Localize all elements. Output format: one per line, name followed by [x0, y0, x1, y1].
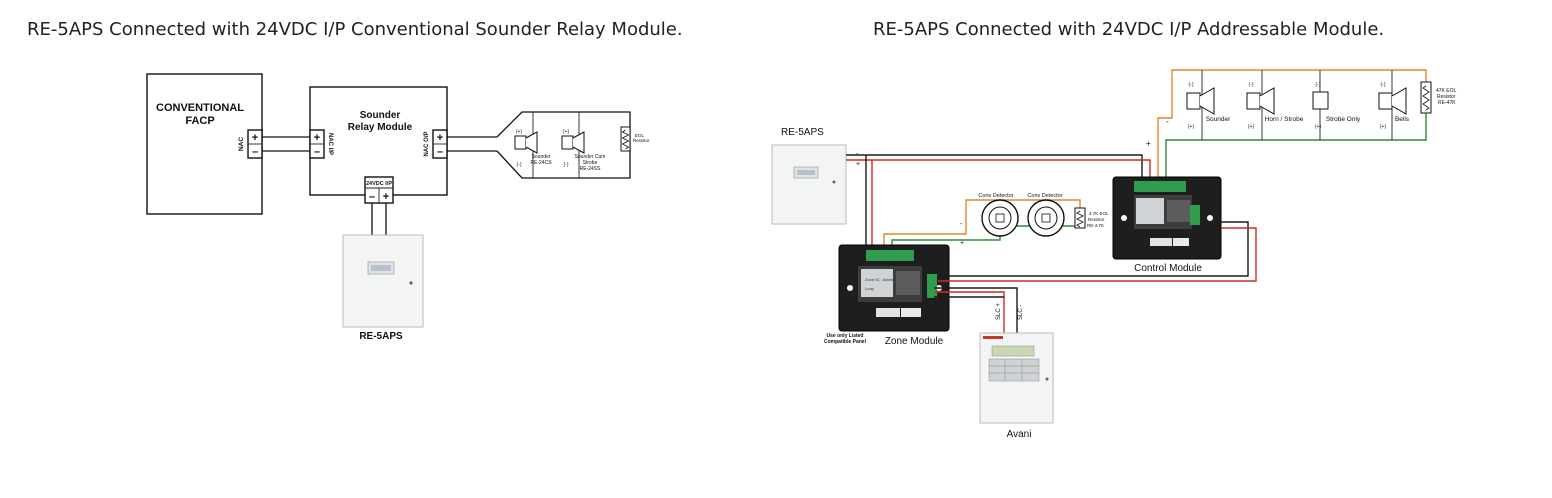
psu-negative-wire: [846, 154, 1143, 180]
zone-control-black-wire: [938, 221, 1249, 277]
nac2-pol-top: (-): [1249, 82, 1254, 88]
relay-label-line2: Relay Module: [348, 122, 413, 133]
detector-negative-wire: [883, 199, 1081, 246]
device1-model: RE-24CS: [530, 160, 552, 166]
strobe-only-icon: [1312, 91, 1329, 110]
device2-pol-bottom: (-): [564, 162, 569, 168]
slc-negative-wire: [934, 287, 1018, 335]
det-resistor-line3: RE-4.7K: [1087, 223, 1104, 228]
right-diagram: RE-5APS - + - + (-) (+) Sounder: [771, 69, 1457, 440]
device2-name2: Strobe: [583, 160, 598, 166]
nac2-label: Horn / Strobe: [1265, 116, 1304, 123]
dc-minus: –: [369, 191, 375, 203]
sounder-icon: [514, 131, 538, 154]
zone-note-line1: Use only Listed: [827, 333, 864, 339]
horn-strobe-icon: [1246, 87, 1275, 115]
nac3-pol-top: (-): [1316, 82, 1321, 88]
slc-plus-label: SLC +: [996, 303, 1002, 320]
right-psu-label: RE-5APS: [781, 127, 824, 138]
relay-out-minus: –: [437, 146, 443, 158]
nac-resistor-line1: 47K EOL: [1436, 88, 1457, 94]
device2-model: RE-24SS: [580, 166, 602, 172]
detector-icon-2: [1027, 199, 1065, 237]
zone-module-label: Zone Module: [885, 336, 944, 347]
dc-plus: +: [383, 191, 389, 203]
facp-minus-label: –: [252, 146, 258, 158]
nac-eol-resistor-icon: [1420, 81, 1432, 114]
facp-plus-label: +: [252, 132, 258, 144]
relay-nac-ip-label: NAC I/P: [327, 133, 333, 155]
det-plus-label: +: [960, 240, 964, 247]
nac-sounder-icon: [1186, 87, 1215, 115]
eol-label-line2: Resistor: [633, 138, 650, 143]
re5aps-power-supply-right: [771, 144, 847, 225]
nac-positive-wire: [1165, 112, 1427, 180]
nac1-pol-bottom: (+): [1188, 124, 1195, 130]
nac4-label: Bells: [1395, 116, 1410, 123]
device2-name: Sounder Cum: [575, 154, 606, 160]
detector-icon-1: [981, 199, 1019, 237]
detector2-label: Conv Detector: [1027, 193, 1062, 199]
nac3-pol-bottom: (+): [1315, 124, 1322, 130]
zone-screen-line1: Zone 01 : Alarm: [865, 277, 894, 282]
nac4-pol-top: (-): [1381, 82, 1386, 88]
zone-control-red-wire: [938, 227, 1257, 282]
nac4-pol-bottom: (+): [1380, 124, 1387, 130]
eol-resistor-icon: [620, 126, 631, 152]
det-resistor-line2: Resistor: [1088, 217, 1105, 222]
nac-negative-wire: [1157, 69, 1427, 180]
detector-eol-resistor-icon: [1074, 207, 1086, 229]
nac-resistor-line3: RE-47K: [1438, 100, 1456, 106]
det-minus-label: -: [960, 221, 963, 228]
det-resistor-line1: 4.7K EOL: [1089, 211, 1109, 216]
control-module-label: Control Module: [1134, 263, 1202, 274]
eol-label-line1: EOL: [635, 133, 645, 138]
nac1-pol-top: (-): [1189, 82, 1194, 88]
device1-name: Sounder: [532, 154, 551, 160]
bell-icon: [1378, 87, 1407, 115]
avani-label: Avani: [1007, 429, 1032, 440]
left-diagram-title: RE-5APS Connected with 24VDC I/P Convent…: [27, 19, 683, 40]
nac-plus-label: +: [1146, 139, 1151, 148]
re5aps-power-supply-left: [342, 234, 424, 328]
nac-resistor-line2: Resistor: [1437, 94, 1456, 100]
psu-positive-wire: [846, 159, 1151, 180]
facp-label-line1: CONVENTIONAL: [156, 102, 244, 114]
nac-minus-label: -: [1166, 117, 1169, 126]
device1-pol-bottom: (-): [517, 162, 522, 168]
zone-module: Zone 01 : Alarm Loop: [838, 244, 950, 332]
slc-positive-wire: [934, 291, 1005, 335]
zone-note-line2: Compatible Panel: [824, 339, 867, 345]
relay-in-minus: –: [314, 146, 320, 158]
psu-plus-label: +: [856, 161, 860, 168]
relay-label-line1: Sounder: [360, 110, 401, 121]
facp-label-line2: FACP: [185, 115, 214, 127]
nac1-label: Sounder: [1206, 116, 1231, 123]
right-diagram-title: RE-5APS Connected with 24VDC I/P Address…: [873, 19, 1384, 40]
relay-nac-op-label: NAC O/P: [424, 131, 430, 156]
dc-input-label: 24VDC I/P: [366, 181, 392, 187]
left-psu-label: RE-5APS: [359, 331, 403, 342]
nac2-pol-bottom: (+): [1248, 124, 1255, 130]
sounder-strobe-icon: [561, 131, 585, 154]
relay-in-plus: +: [314, 132, 320, 144]
device1-pol-top: (+): [516, 129, 523, 135]
detector1-label: Conv Detector: [978, 193, 1013, 199]
zone-screen-line2: Loop: [865, 286, 875, 291]
avani-panel: [979, 332, 1054, 424]
relay-out-plus: +: [437, 132, 443, 144]
slc-minus-label: SLC -: [1018, 305, 1024, 320]
device2-pol-top: (+): [563, 129, 570, 135]
control-module: [1112, 176, 1222, 260]
facp-nac-label: NAC: [238, 137, 245, 151]
left-diagram: CONVENTIONAL FACP + – NAC Sounder Relay …: [146, 73, 650, 342]
conventional-facp-box: [146, 73, 263, 215]
nac3-label: Strobe Only: [1326, 116, 1361, 123]
